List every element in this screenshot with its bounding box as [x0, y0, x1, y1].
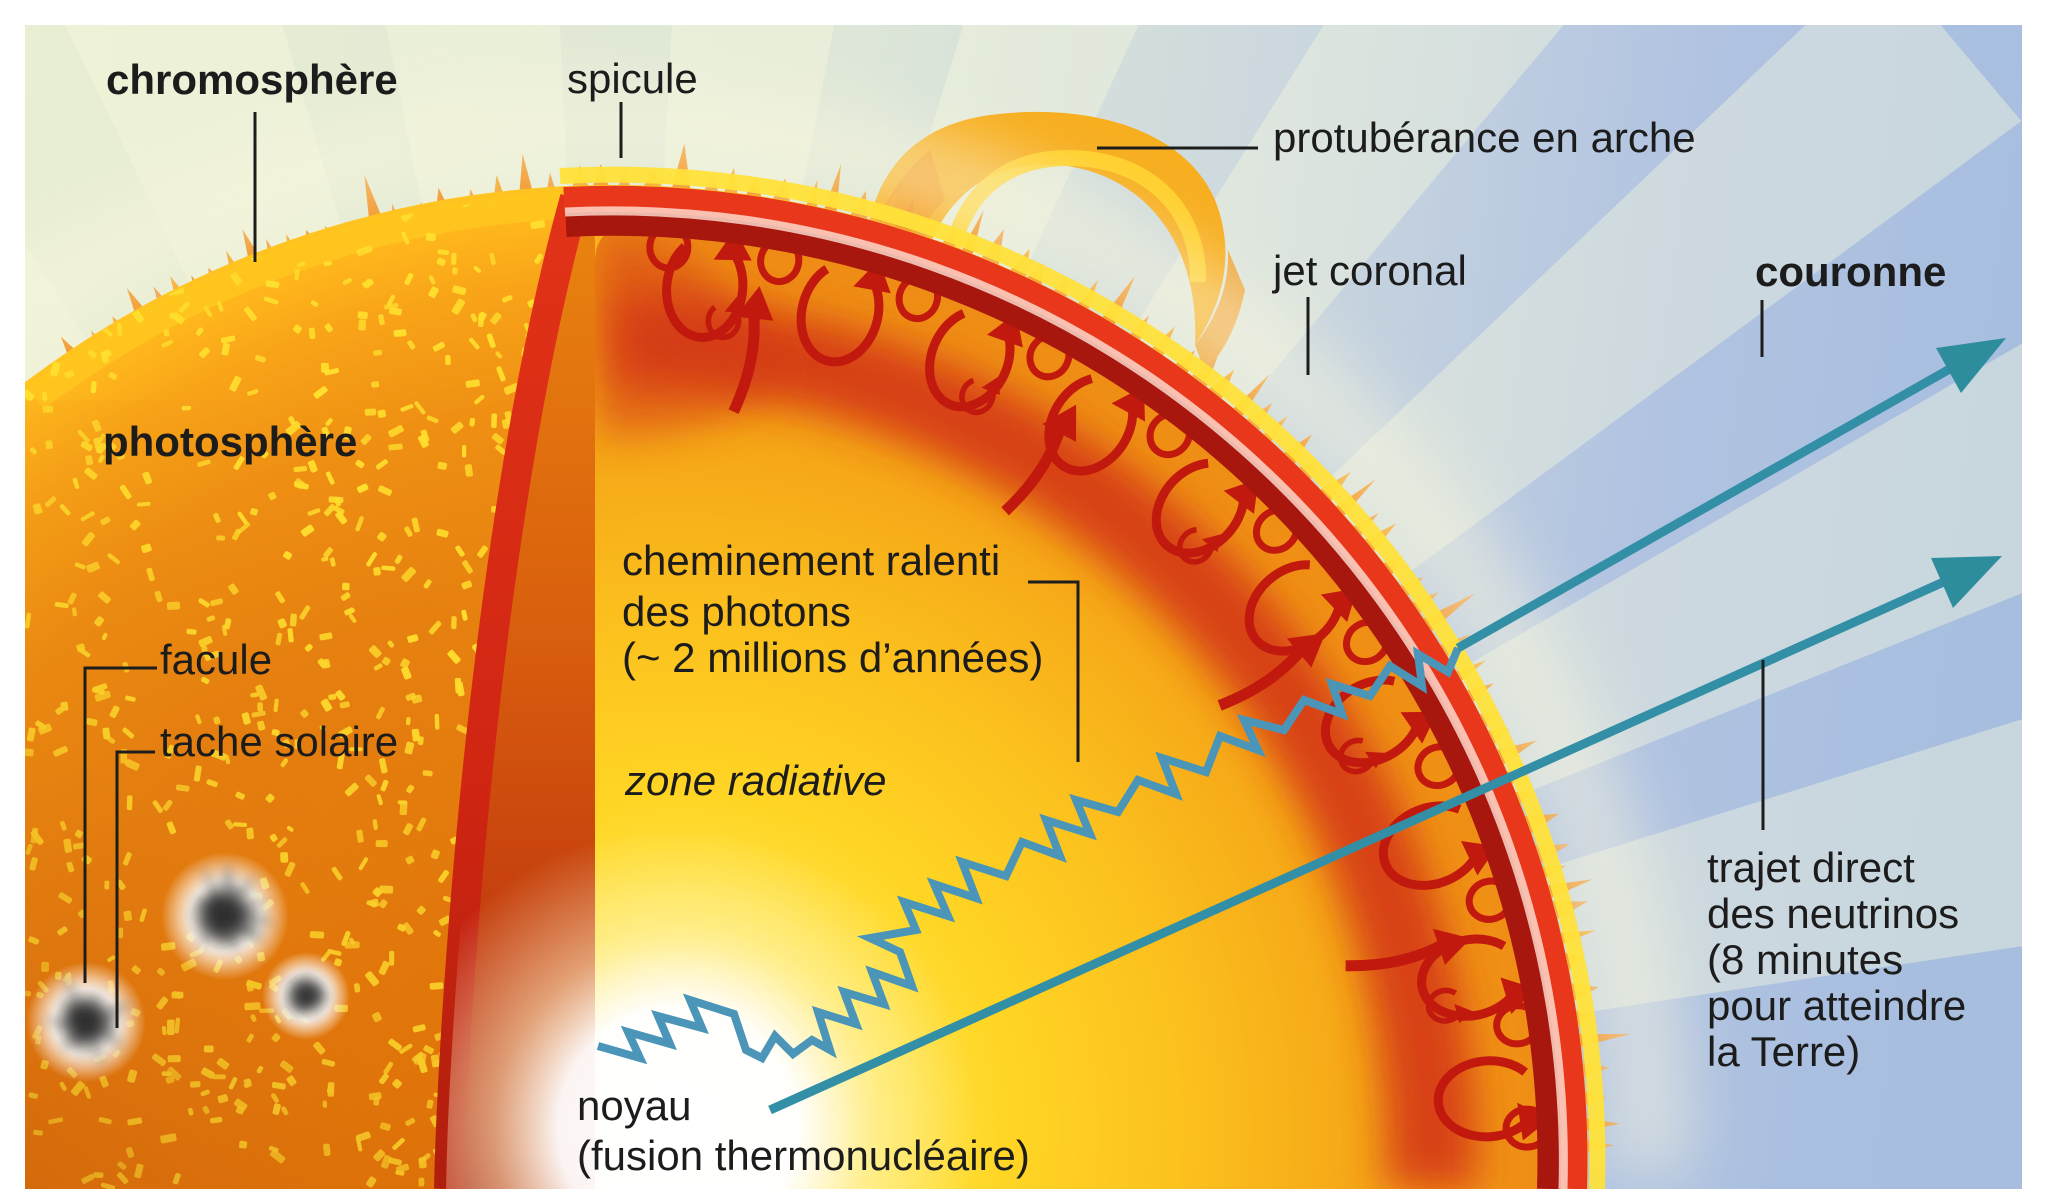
leader-photon-path	[1028, 580, 1080, 762]
label-corona: couronne	[1755, 248, 1946, 295]
svg-text:(~ 2 millions d’années): (~ 2 millions d’années)	[622, 634, 1043, 681]
svg-text:noyau: noyau	[577, 1082, 691, 1129]
svg-text:la Terre): la Terre)	[1707, 1028, 1860, 1075]
svg-text:pour atteindre: pour atteindre	[1707, 982, 1966, 1029]
tachocline-band	[612, 295, 1477, 1189]
sunspot-umbra	[288, 974, 327, 1013]
core-glow	[446, 828, 978, 1189]
svg-text:trajet direct: trajet direct	[1707, 844, 1915, 891]
limb-glow-band	[26, 191, 566, 410]
rim-outer	[563, 185, 1588, 1189]
leader-facula	[83, 666, 157, 983]
rim-yellow-band	[559, 166, 1606, 1189]
label-photosphere: photosphère	[103, 418, 357, 465]
label-core: noyau (fusion thermonucléaire)	[577, 1082, 1030, 1179]
limb-glow-outer	[25, 83, 1691, 1175]
svg-text:des neutrinos: des neutrinos	[1707, 890, 1959, 937]
svg-text:(fusion thermonucléaire): (fusion thermonucléaire)	[577, 1132, 1030, 1179]
svg-text:cheminement ralenti: cheminement ralenti	[622, 537, 1000, 584]
svg-text:(8 minutes: (8 minutes	[1707, 936, 1903, 983]
sunspot-umbra	[64, 998, 110, 1051]
label-radiative-zone: zone radiative	[624, 757, 887, 804]
label-chromosphere: chromosphère	[106, 56, 398, 103]
photon-exit-arrow	[1455, 338, 2006, 652]
photon-zigzag-path	[596, 646, 1462, 1065]
svg-text:des photons: des photons	[622, 588, 851, 635]
label-spicule: spicule	[567, 55, 698, 102]
rim-inner	[565, 211, 1562, 1189]
label-sunspot: tache solaire	[160, 718, 398, 765]
leader-sunspot	[115, 750, 155, 1028]
label-facula: facule	[160, 636, 272, 683]
neutrino-arrow	[768, 556, 2002, 1115]
label-prominence: protubérance en arche	[1273, 114, 1696, 161]
rim-highlight	[564, 206, 1568, 1189]
sunspots	[26, 852, 350, 1082]
label-photon-path: cheminement ralenti des photons (~ 2 mil…	[622, 537, 1043, 681]
label-neutrino-path: trajet direct des neutrinos (8 minutes p…	[1707, 844, 1966, 1075]
label-coronal-jet: jet coronal	[1271, 247, 1467, 294]
sunspot-umbra	[190, 889, 253, 949]
